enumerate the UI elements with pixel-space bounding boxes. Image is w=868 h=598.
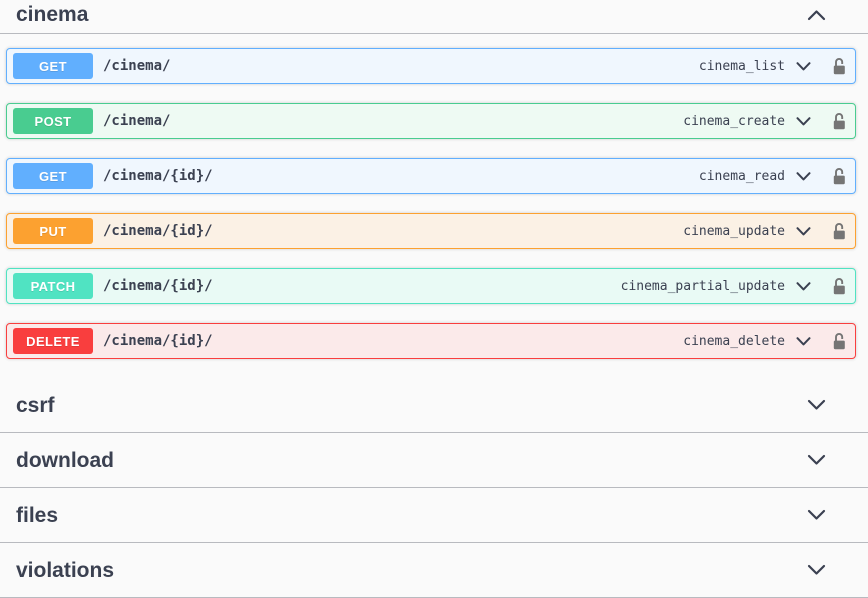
operation-row[interactable]: PATCH /cinema/{id}/ cinema_partial_updat…	[6, 268, 856, 304]
chevron-up-icon	[807, 9, 826, 21]
unlocked-padlock-icon[interactable]	[832, 277, 846, 295]
operation-row[interactable]: PUT /cinema/{id}/ cinema_update	[6, 213, 856, 249]
tag-section-violations[interactable]: violations	[0, 543, 868, 598]
operation-id: cinema_update	[683, 223, 785, 239]
operation-row[interactable]: GET /cinema/{id}/ cinema_read	[6, 158, 856, 194]
tag-section-download[interactable]: download	[0, 433, 868, 488]
chevron-down-icon	[807, 454, 826, 466]
method-badge: GET	[13, 53, 93, 79]
section-title: files	[16, 503, 59, 527]
chevron-down-icon[interactable]	[796, 116, 811, 126]
operation-row[interactable]: POST /cinema/ cinema_create	[6, 103, 856, 139]
method-badge: PATCH	[13, 273, 93, 299]
tag-section-csrf[interactable]: csrf	[0, 378, 868, 433]
collapsed-sections: csrf download files violations	[0, 378, 868, 598]
unlocked-padlock-icon[interactable]	[832, 332, 846, 350]
chevron-down-icon[interactable]	[796, 226, 811, 236]
section-title: cinema	[16, 3, 89, 26]
unlocked-padlock-icon[interactable]	[832, 167, 846, 185]
operation-row[interactable]: GET /cinema/ cinema_list	[6, 48, 856, 84]
unlocked-padlock-icon[interactable]	[832, 222, 846, 240]
operation-id: cinema_list	[698, 58, 785, 74]
method-badge: POST	[13, 108, 93, 134]
endpoint-path[interactable]: /cinema/	[103, 113, 171, 129]
tag-header-cinema[interactable]: cinema	[0, 0, 868, 34]
chevron-down-icon	[807, 564, 826, 576]
unlocked-padlock-icon[interactable]	[832, 57, 846, 75]
endpoint-path[interactable]: /cinema/{id}/	[103, 333, 213, 349]
operation-id: cinema_delete	[683, 333, 785, 349]
method-badge: PUT	[13, 218, 93, 244]
tag-section-files[interactable]: files	[0, 488, 868, 543]
chevron-down-icon[interactable]	[796, 61, 811, 71]
endpoint-path[interactable]: /cinema/	[103, 58, 171, 74]
unlocked-padlock-icon[interactable]	[832, 112, 846, 130]
operation-id: cinema_read	[698, 168, 785, 184]
chevron-down-icon[interactable]	[796, 281, 811, 291]
operation-id: cinema_partial_update	[620, 278, 785, 294]
tag-section-cinema: cinema GET /cinema/ cinema_list POST	[0, 0, 868, 359]
section-title: csrf	[16, 393, 55, 417]
endpoint-path[interactable]: /cinema/{id}/	[103, 168, 213, 184]
endpoint-path[interactable]: /cinema/{id}/	[103, 278, 213, 294]
method-badge: GET	[13, 163, 93, 189]
chevron-down-icon[interactable]	[796, 336, 811, 346]
operation-row[interactable]: DELETE /cinema/{id}/ cinema_delete	[6, 323, 856, 359]
endpoint-path[interactable]: /cinema/{id}/	[103, 223, 213, 239]
section-title: violations	[16, 558, 115, 582]
chevron-down-icon[interactable]	[796, 171, 811, 181]
chevron-down-icon	[807, 399, 826, 411]
method-badge: DELETE	[13, 328, 93, 354]
operations-list: GET /cinema/ cinema_list POST /cinema/ c…	[0, 34, 868, 359]
section-title: download	[16, 448, 114, 472]
chevron-down-icon	[807, 509, 826, 521]
operation-id: cinema_create	[683, 113, 785, 129]
